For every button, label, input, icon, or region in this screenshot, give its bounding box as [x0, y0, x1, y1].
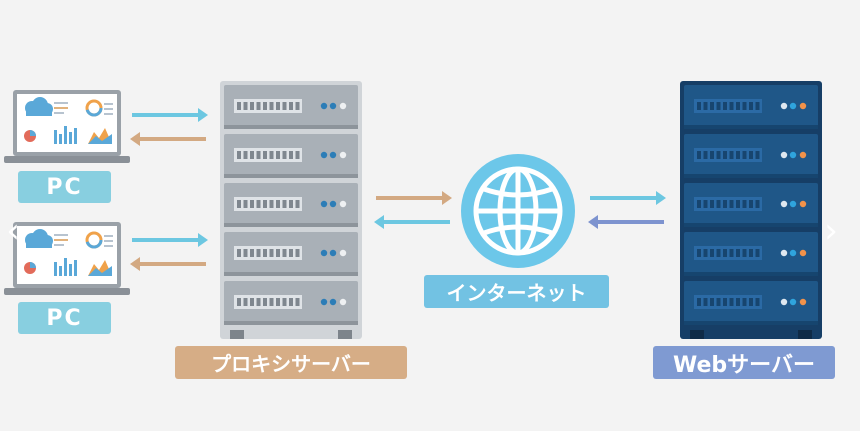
internet-label: インターネット [424, 275, 609, 308]
arrow-right-icon [132, 108, 208, 122]
proxy-server-label: プロキシサーバー [175, 346, 407, 379]
carousel-next-button[interactable]: › [824, 211, 838, 251]
server-unit [224, 134, 358, 178]
arrow-left-icon [588, 215, 664, 229]
server-unit [224, 85, 358, 129]
arrow-left-icon [130, 132, 206, 146]
server-unit [224, 232, 358, 276]
proxy-internet-arrows [374, 191, 452, 229]
server-unit [684, 85, 818, 129]
internet-web-arrows [588, 191, 666, 229]
web-server-icon [680, 81, 822, 339]
web-server-label: Webサーバー [653, 346, 835, 379]
pc-proxy-arrows [130, 108, 208, 271]
arrow-right-icon [376, 191, 452, 205]
server-unit [224, 281, 358, 325]
arrow-right-icon [132, 233, 208, 247]
proxy-server-icon [220, 81, 362, 339]
server-unit [684, 232, 818, 276]
server-unit [684, 134, 818, 178]
arrow-left-icon [130, 257, 206, 271]
globe-icon [461, 154, 575, 268]
server-unit [224, 183, 358, 227]
laptop-icon-top [4, 90, 130, 163]
server-unit [684, 183, 818, 227]
arrow-right-icon [590, 191, 666, 205]
laptop-icon-bottom [4, 222, 130, 295]
server-unit [684, 281, 818, 325]
carousel-prev-button[interactable]: ‹ [6, 211, 20, 251]
pc-label-top: PC [18, 171, 111, 203]
pc-label-bottom: PC [18, 302, 111, 334]
arrow-left-icon [374, 215, 450, 229]
